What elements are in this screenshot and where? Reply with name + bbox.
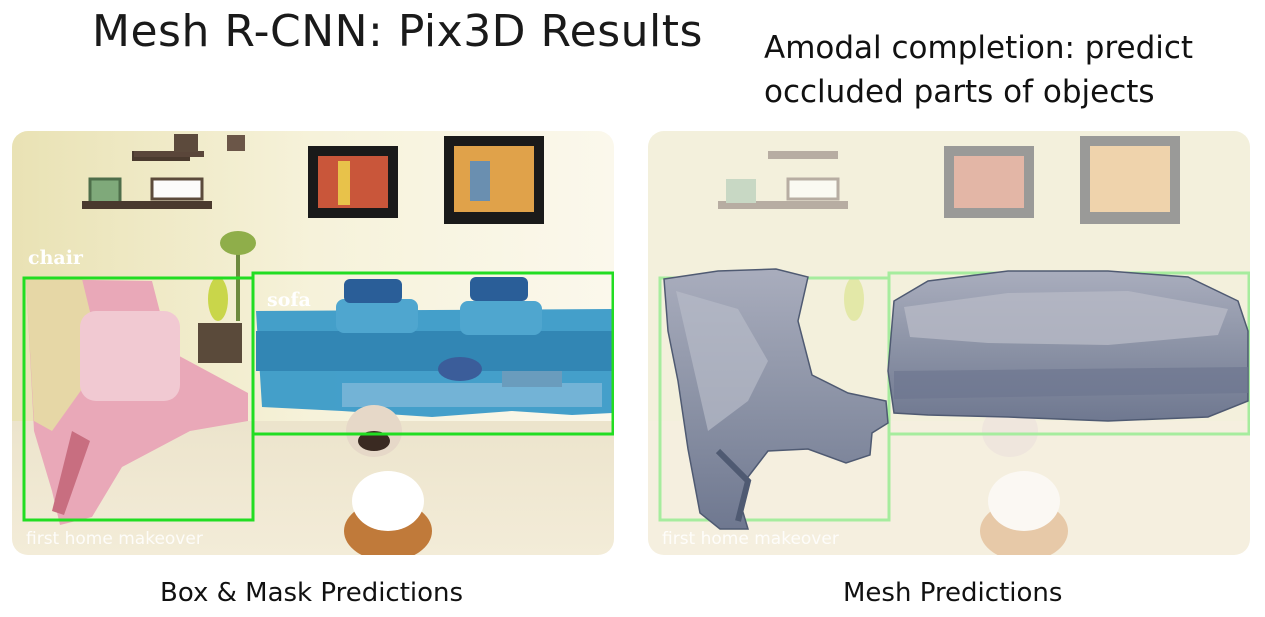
faded-art-canvas-2: [1090, 146, 1170, 212]
shelf-top-board: [134, 151, 204, 157]
watermark: first home makeover: [662, 529, 839, 549]
side-table: [198, 323, 242, 363]
shelf-frame: [174, 134, 198, 152]
coffee-table: [342, 383, 602, 407]
sofa-mesh-front: [894, 367, 1248, 399]
box-mask-image: chair sofa first home makeover: [12, 131, 614, 555]
sofa-pillow-1: [336, 299, 418, 333]
chair-cushion: [80, 311, 180, 401]
chair-label: chair: [28, 247, 84, 269]
art-detail-1: [338, 161, 350, 205]
faded-green-frame: [726, 179, 756, 203]
sofa-seat: [256, 331, 612, 371]
slide-title: Mesh R-CNN: Pix3D Results: [92, 6, 703, 57]
sofa-pillow-3: [344, 279, 402, 303]
watermark: first home makeover: [26, 529, 203, 549]
chair-leg: [52, 431, 90, 515]
faded-dog-chest: [988, 471, 1060, 531]
lamp-vase: [208, 277, 228, 321]
mesh-image: first home makeover: [648, 131, 1250, 555]
green-frame: [88, 177, 122, 205]
faded-art-canvas-1: [954, 156, 1024, 208]
mesh-scene: first home makeover: [648, 131, 1250, 555]
sofa-pillow-2: [460, 301, 542, 335]
mesh-caption: Mesh Predictions: [843, 578, 1063, 608]
plant-stem: [236, 241, 240, 321]
art-detail-2: [470, 161, 490, 201]
art-canvas-1: [318, 156, 388, 208]
sofa-mesh-seat: [904, 291, 1228, 345]
faded-photo: [786, 177, 840, 201]
faded-lamp: [844, 277, 864, 321]
chair-throw: [26, 279, 102, 431]
sofa-bounding-box: [251, 271, 614, 436]
amodal-note: Amodal completion: predict occluded part…: [764, 30, 1194, 110]
shelf-photo: [150, 177, 204, 201]
faded-shelf-top: [768, 151, 838, 159]
sofa-label: sofa: [267, 289, 311, 311]
dog-snout: [358, 431, 390, 451]
coffee-book: [502, 371, 562, 387]
box-mask-caption: Box & Mask Predictions: [160, 578, 464, 608]
chair-mesh-highlight: [676, 291, 768, 431]
box-mask-scene: chair sofa first home makeover: [12, 131, 614, 555]
shelf-vase: [227, 135, 245, 151]
dog-chest: [352, 471, 424, 531]
faded-shelf-lower: [718, 201, 848, 209]
plant-leaves: [220, 231, 256, 255]
art-canvas-2: [454, 146, 534, 212]
chair-mesh-leg: [715, 448, 752, 522]
sofa-pillow-4: [470, 277, 528, 301]
flower-bowl: [438, 357, 482, 381]
shelf-lower: [82, 201, 212, 209]
